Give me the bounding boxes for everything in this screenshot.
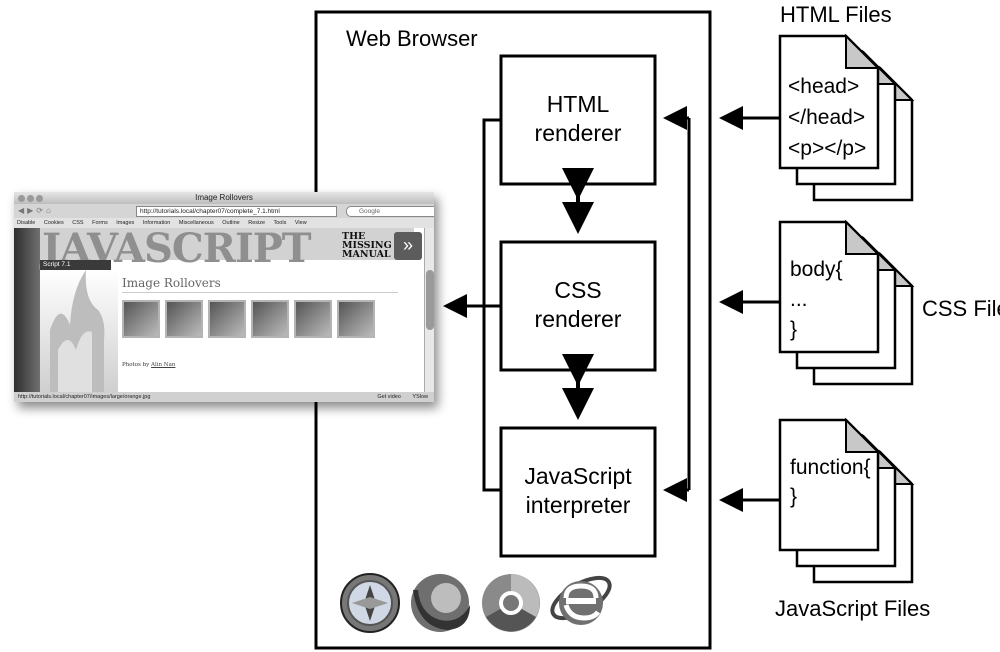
css-renderer-label-2: renderer [535, 306, 622, 332]
screenshot-page-heading: Image Rollovers [122, 276, 398, 293]
toolbar-item: Images [116, 220, 135, 226]
toolbar-item: Cookies [43, 220, 64, 226]
nav-buttons: ◀▶⟳⌂ [18, 206, 54, 215]
screenshot-url-field: http://tutorials.local/chapter07/complet… [136, 206, 337, 217]
html-renderer-label: HTML [547, 91, 610, 117]
toolbar-item: Tools [273, 220, 287, 226]
css-file-line-2: ... [790, 288, 808, 311]
banner-missing-manual: THE MISSING MANUAL [342, 231, 392, 260]
toolbar-item: Miscellaneous [178, 220, 214, 226]
browser-screenshot: Image Rollovers ◀▶⟳⌂ http://tutorials.lo… [14, 192, 434, 402]
internet-explorer-icon [550, 575, 612, 625]
window-controls [18, 194, 45, 206]
thumbnail-image [208, 300, 246, 338]
screenshot-search-field: Google [346, 206, 434, 217]
screenshot-navbar: ◀▶⟳⌂ http://tutorials.local/chapter07/co… [14, 204, 434, 218]
html-files-stack [778, 33, 915, 202]
banner-next-icon: » [394, 232, 422, 260]
status-url: http://tutorials.local/chapter07/images/… [18, 394, 151, 400]
thumbnail-image [294, 300, 332, 338]
javascript-interpreter-label-2: interpreter [526, 492, 631, 518]
toolbar-item: Resize [248, 220, 266, 226]
screenshot-window-title: Image Rollovers [195, 193, 253, 202]
toolbar-item: View [294, 220, 307, 226]
thumbnail-image [337, 300, 375, 338]
screenshot-page-sidebar [14, 228, 40, 392]
chrome-icon [482, 574, 540, 632]
toolbar-item: CSS [72, 220, 84, 226]
screenshot-titlebar: Image Rollovers [14, 192, 434, 204]
screenshot-page-content: JAVASCRIPT THE MISSING MANUAL » Script 7… [14, 225, 424, 392]
thumbnail-image [122, 300, 160, 338]
thumbnail-image [165, 300, 203, 338]
status-get-video: Get video [377, 394, 401, 400]
css-renderer-label: CSS [554, 277, 601, 303]
screenshot-scrollbar [424, 228, 434, 392]
js-file-line-1: function{ [790, 456, 871, 479]
toolbar-item: Disable [17, 220, 36, 226]
css-file-line-1: body{ [790, 258, 843, 281]
css-files-label: CSS Files [922, 296, 1000, 321]
toolbar-item: Outline [222, 220, 240, 226]
firefox-icon [411, 574, 470, 632]
html-files-label: HTML Files [780, 2, 892, 27]
flame-graphic [40, 270, 118, 392]
html-renderer-box [499, 54, 657, 186]
html-file-line-1: <head> [788, 75, 859, 98]
toolbar-item: Information [142, 220, 171, 226]
javascript-files-stack [778, 417, 915, 584]
html-renderer-label-2: renderer [535, 120, 622, 146]
thumbnail-strip [122, 300, 380, 343]
web-browser-title: Web Browser [346, 26, 478, 51]
javascript-files-label: JavaScript Files [775, 596, 930, 621]
photo-credit: Photos by Alin Nan [122, 362, 176, 368]
status-yslow: YSlow [412, 394, 428, 400]
css-files-stack [778, 219, 915, 386]
html-file-line-3: <p></p> [788, 137, 866, 160]
js-file-line-2: } [790, 485, 797, 508]
html-file-line-2: </head> [788, 106, 865, 129]
screenshot-banner: JAVASCRIPT THE MISSING MANUAL » [40, 225, 422, 272]
javascript-interpreter-label: JavaScript [524, 463, 632, 489]
safari-icon [340, 573, 400, 633]
toolbar-item: Forms [92, 220, 108, 226]
script-label: Script 7.1 [40, 260, 111, 270]
thumbnail-image [251, 300, 289, 338]
css-file-line-3: } [790, 318, 797, 341]
javascript-interpreter-box [499, 426, 657, 558]
screenshot-statusbar: http://tutorials.local/chapter07/images/… [14, 392, 434, 402]
